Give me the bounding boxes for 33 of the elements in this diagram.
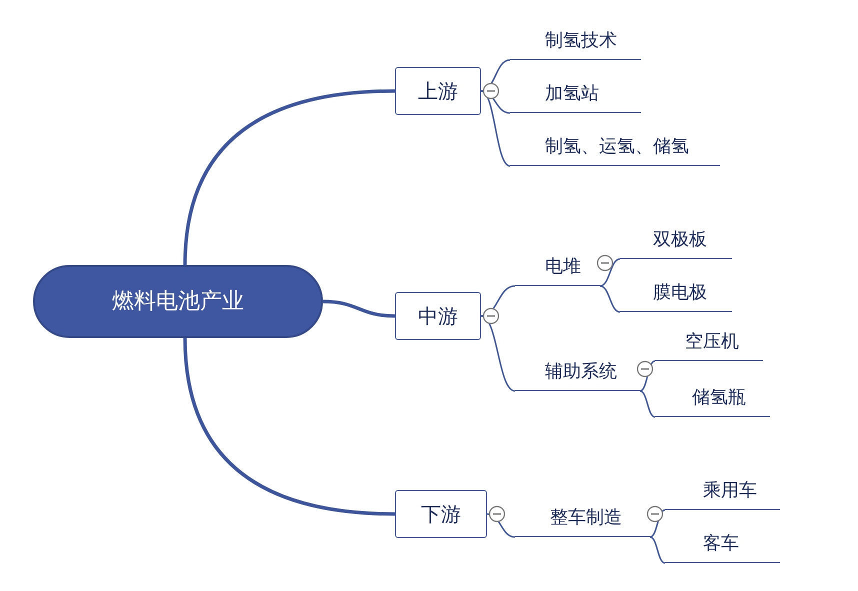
node-text: 膜电极 (653, 281, 707, 305)
node-text: 加氢站 (545, 82, 599, 106)
node-text: 制氢技术 (545, 29, 617, 53)
node-text: 电堆 (545, 255, 581, 279)
topic-box (395, 67, 481, 115)
branch-line (183, 89, 396, 266)
node-text: 储氢瓶 (692, 386, 746, 410)
node-text: 空压机 (685, 330, 739, 354)
branch-line (650, 509, 666, 538)
branch-line (600, 258, 620, 287)
branch-line (480, 285, 516, 317)
topic-box (395, 490, 487, 538)
node-text: 整车制造 (550, 506, 622, 530)
branch-line (600, 285, 620, 313)
node-text: 上游 (418, 78, 458, 105)
branch-line (486, 513, 516, 538)
node-text: 燃料电池产业 (112, 288, 244, 316)
node-text: 中游 (418, 303, 458, 330)
branch-line (480, 90, 510, 167)
branch-line (650, 536, 666, 564)
node-text: 乘用车 (703, 479, 757, 503)
branch-line (640, 360, 656, 392)
topic-box (395, 292, 481, 340)
branch-line (480, 315, 516, 392)
node-text: 客车 (703, 532, 739, 556)
branch-line (640, 390, 656, 418)
node-text: 下游 (421, 501, 461, 528)
node-text: 辅助系统 (545, 360, 617, 384)
branch-line (322, 300, 396, 318)
branch-line (480, 59, 510, 92)
branch-line (183, 338, 396, 516)
node-text: 制氢、运氢、储氢 (545, 135, 689, 159)
node-text: 双极板 (653, 228, 707, 252)
